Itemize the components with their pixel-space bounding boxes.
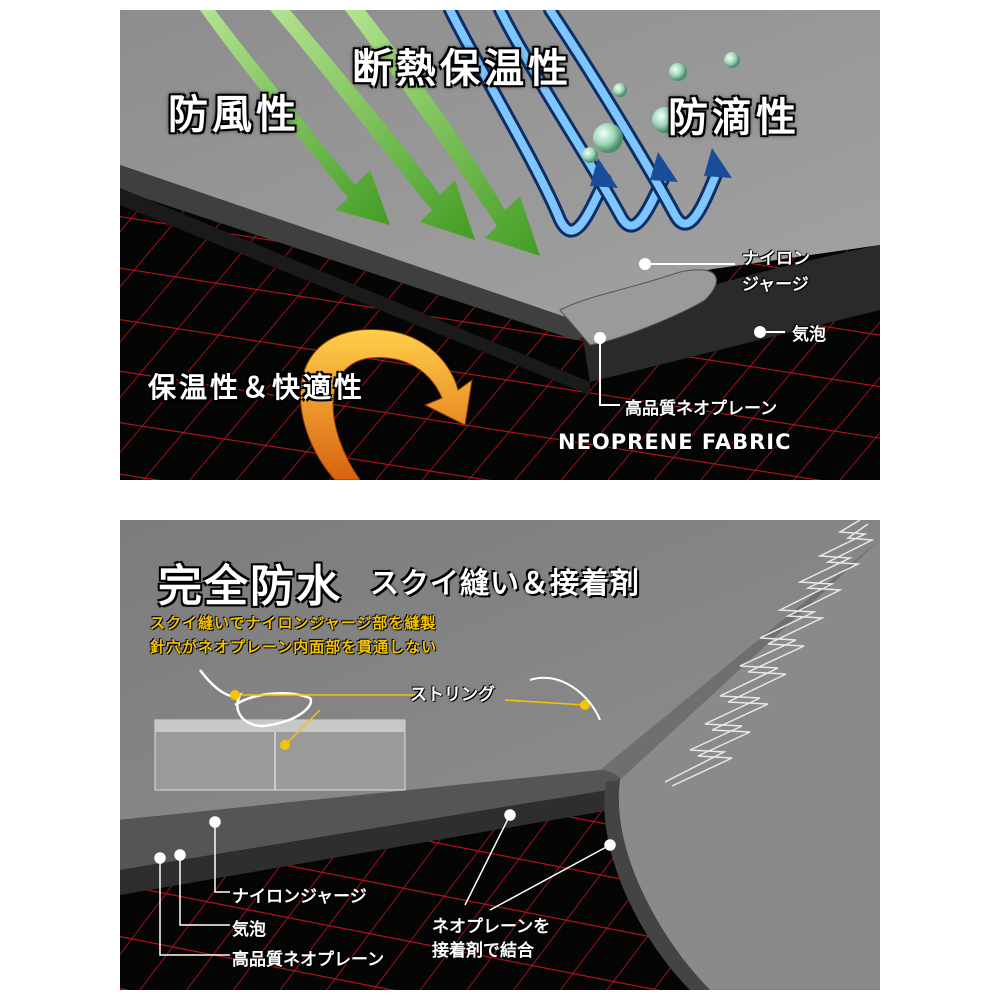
string-label: ストリング [410, 680, 495, 705]
top-illustration-panel: 断熱保温性 防風性 防滴性 保温性＆快適性 ナイロン ジャージ 気泡 高品質ネオ… [120, 10, 880, 480]
droplet [582, 147, 598, 163]
air-bubbles-label: 気泡 [792, 320, 826, 345]
neoprene-label-en: NEOPRENE FABRIC [558, 430, 792, 454]
water-repellent-label: 防滴性 [668, 85, 800, 143]
bottom-illustration-panel: 完全防水 スクイ縫い＆接着剤 スクイ縫いでナイロンジャージ部を縫製 針穴がネオプ… [120, 520, 880, 990]
heat-insulation-label: 断熱保温性 [352, 36, 572, 94]
blind-stitch-subtitle: スクイ縫い＆接着剤 [370, 560, 640, 602]
description-line-2: 針穴がネオプレーン内面部を貫通しない [150, 636, 437, 657]
bonding-label-line-2: 接着剤で結合 [432, 936, 534, 961]
bonding-label-line-1: ネオプレーンを [432, 912, 550, 937]
droplet [724, 52, 740, 68]
windproof-label: 防風性 [168, 82, 300, 140]
neoprene-label-jp: 高品質ネオプレーン [232, 945, 384, 970]
droplet [669, 63, 687, 81]
fully-waterproof-title: 完全防水 [158, 550, 342, 614]
nylon-jersey-label: ナイロンジャージ [232, 882, 367, 907]
air-bubbles-label: 気泡 [232, 915, 266, 940]
droplet [613, 83, 627, 97]
nylon-jersey-label: ナイロン ジャージ [742, 246, 810, 298]
neoprene-label-jp: 高品質ネオプレーン [625, 394, 777, 419]
description-line-1: スクイ縫いでナイロンジャージ部を縫製 [150, 612, 437, 633]
warmth-comfort-label: 保温性＆快適性 [148, 366, 365, 406]
droplet [593, 123, 623, 153]
